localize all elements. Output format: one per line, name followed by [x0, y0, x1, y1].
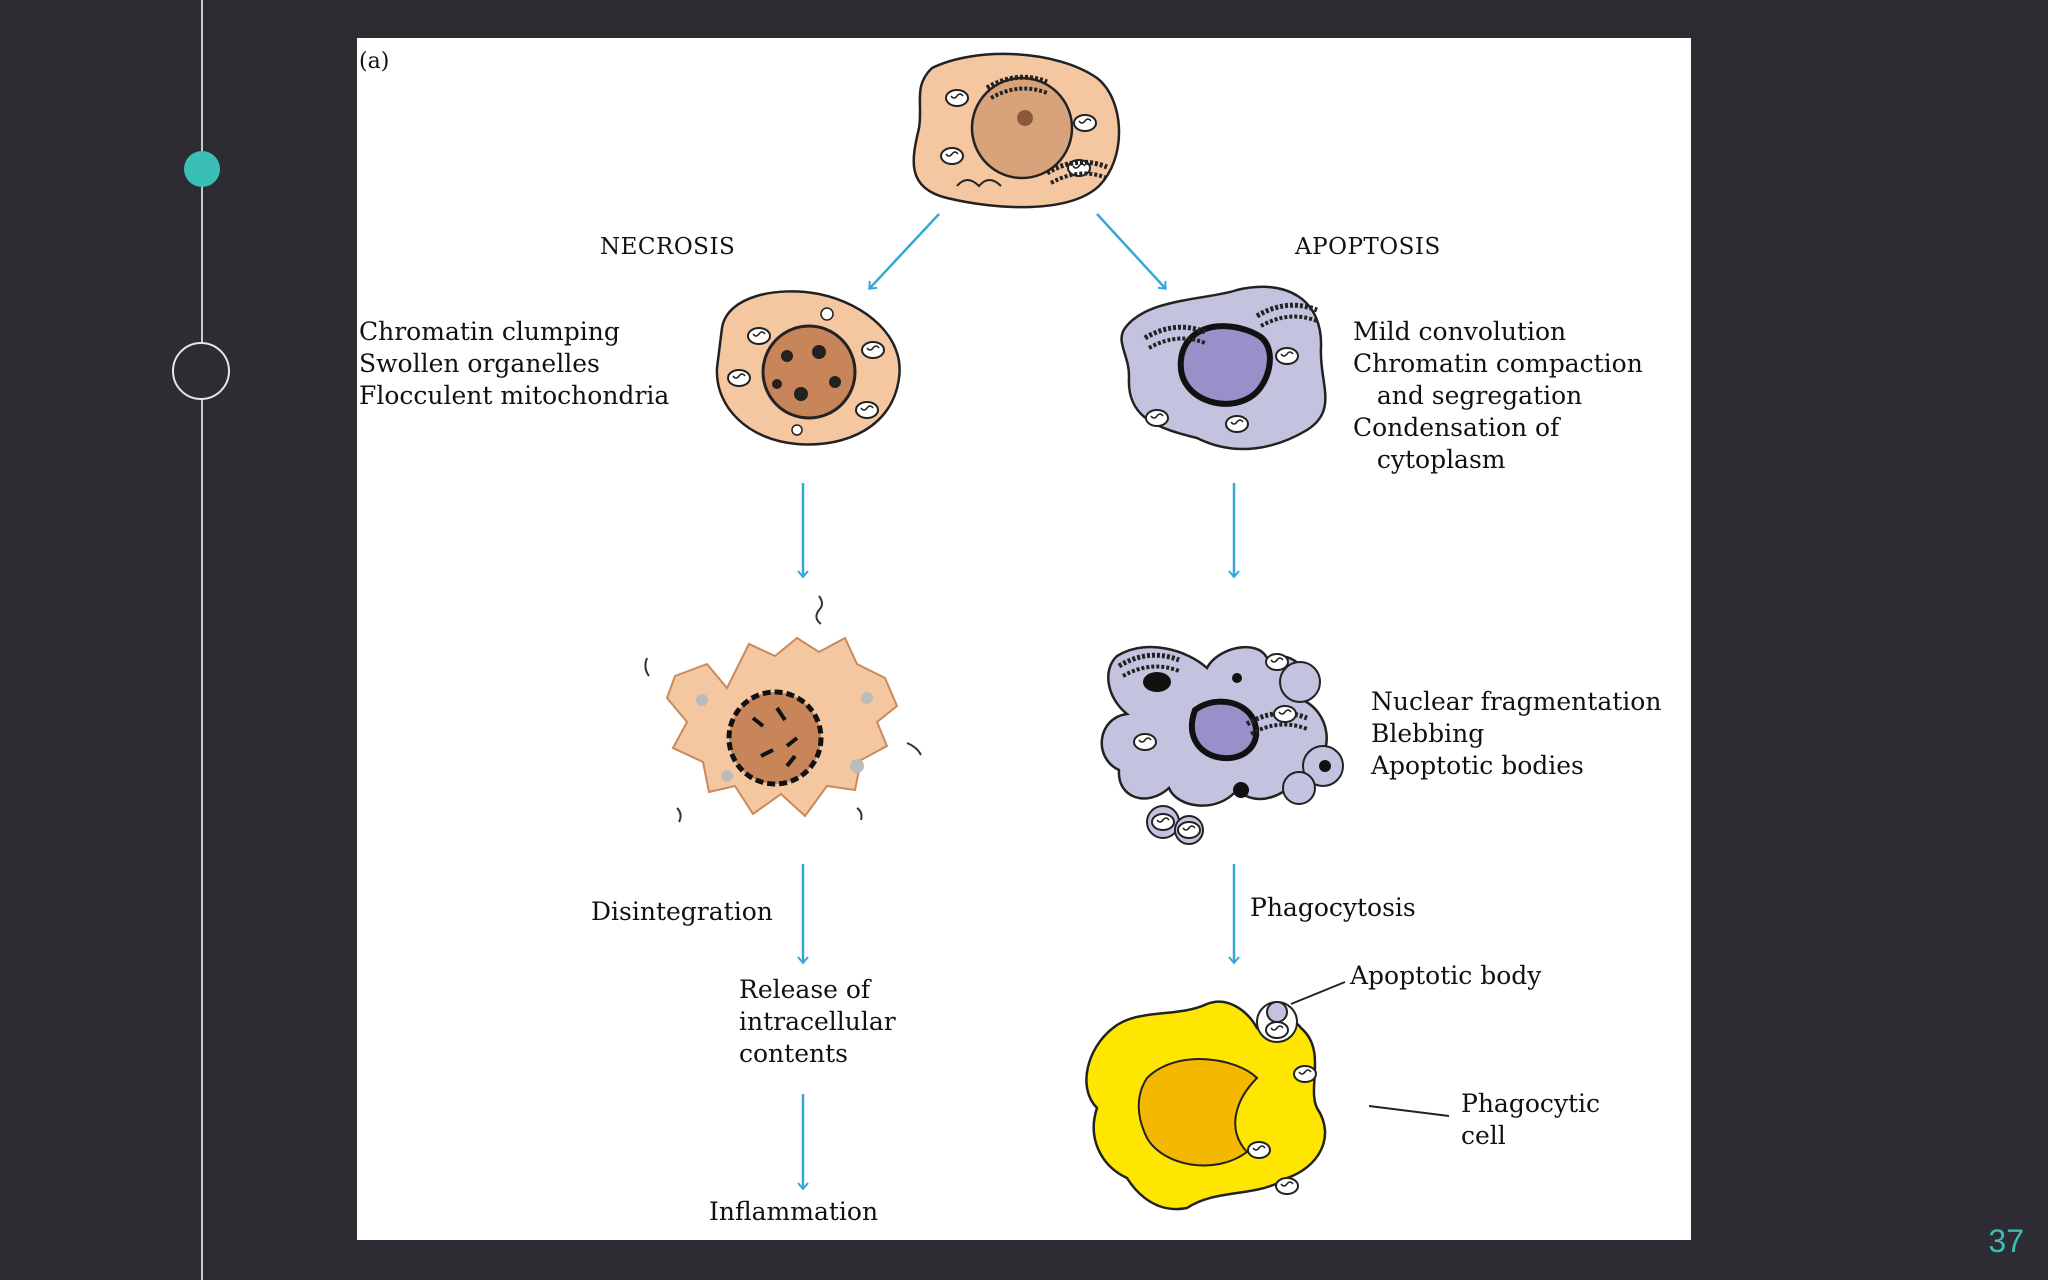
arrow-to-apoptosis [1096, 213, 1167, 290]
panel-label: (a) [359, 49, 390, 74]
apoptosis-stage1-labels: Mild convolution Chromatin compaction an… [1353, 316, 1643, 476]
apoptotic-body-leader [1290, 981, 1346, 1005]
necrotic-cell-swollen [715, 290, 901, 446]
phagocytic-cell-labels: Phagocytic cell [1461, 1088, 1600, 1152]
phagocytic-cell-leader [1368, 1105, 1450, 1117]
phagocytic-line: cell [1461, 1121, 1506, 1150]
timeline-dot-next[interactable] [172, 342, 230, 400]
inflammation-label: Inflammation [709, 1197, 879, 1226]
page-number: 37 [1988, 1223, 2024, 1259]
apoptotic-cell-blebbing [1100, 645, 1344, 845]
timeline-line [201, 0, 203, 1280]
necrosis-stage1-line: Flocculent mitochondria [359, 381, 670, 410]
necrosis-stage1-line: Chromatin clumping [359, 317, 620, 346]
release-contents-labels: Release of intracellular contents [739, 974, 896, 1070]
figure-panel: (a) NECROSIS APOPTOSIS Chromatin clumpin… [357, 38, 1691, 1240]
apoptotic-cell-condensing [1120, 285, 1327, 451]
apoptotic-body-label: Apoptotic body [1350, 961, 1542, 990]
apoptosis-stage1-line: Mild convolution [1353, 317, 1567, 346]
necrosis-stage1-labels: Chromatin clumping Swollen organelles Fl… [359, 316, 669, 412]
arrow-to-necrosis [868, 213, 940, 290]
phagocytic-line: Phagocytic [1461, 1089, 1601, 1118]
timeline-dot-current[interactable] [184, 151, 220, 187]
necrotic-cell-disintegrating [644, 595, 922, 823]
necrosis-heading: NECROSIS [600, 234, 736, 260]
apoptosis-stage1-line: cytoplasm [1353, 445, 1506, 474]
necrosis-stage1-line: Swollen organelles [359, 349, 600, 378]
apoptosis-stage2-line: Nuclear fragmentation [1371, 687, 1662, 716]
apoptosis-heading: APOPTOSIS [1295, 234, 1441, 260]
cell-death-diagram [644, 52, 1450, 1211]
release-line: intracellular [739, 1007, 896, 1036]
apoptosis-stage2-line: Apoptotic bodies [1371, 751, 1584, 780]
apoptosis-stage2-labels: Nuclear fragmentation Blebbing Apoptotic… [1371, 686, 1661, 782]
apoptosis-stage1-line: Condensation of [1353, 413, 1560, 442]
apoptosis-stage2-line: Blebbing [1371, 719, 1485, 748]
phagocytosis-label: Phagocytosis [1250, 893, 1416, 922]
disintegration-label: Disintegration [591, 897, 773, 926]
release-line: Release of [739, 975, 871, 1004]
release-line: contents [739, 1039, 848, 1068]
apoptosis-stage1-line: Chromatin compaction [1353, 349, 1643, 378]
apoptosis-stage1-line: and segregation [1353, 381, 1583, 410]
normal-cell [912, 52, 1121, 209]
phagocytic-cell [1085, 981, 1450, 1211]
